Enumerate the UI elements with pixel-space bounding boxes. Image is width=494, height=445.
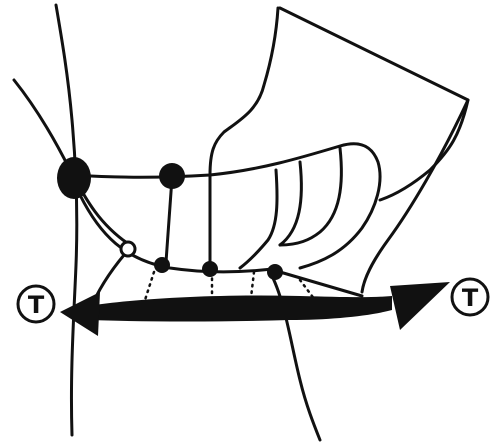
small-node-1 (154, 257, 170, 273)
left-t-label: T (28, 291, 45, 319)
arrow-shaft (88, 295, 392, 321)
double-arrow (60, 282, 450, 336)
dotted-line-1 (145, 272, 154, 300)
inner-arch-3 (280, 148, 341, 245)
inner-arch-1 (240, 170, 277, 268)
outline-group (14, 5, 468, 440)
left-vertical-contour (56, 5, 77, 435)
right-t-label: T (462, 284, 479, 312)
hollow-node (121, 242, 135, 256)
right-arrowhead (390, 282, 450, 330)
left-t-marker: T (18, 286, 54, 322)
right-t-marker: T (452, 279, 488, 315)
small-node-3 (267, 264, 283, 280)
far-right-contour (280, 8, 468, 200)
right-lower-contour (280, 272, 362, 296)
large-node-left (57, 157, 91, 199)
inner-arch-2 (280, 162, 301, 245)
small-node-2 (202, 261, 218, 277)
right-upper-contour (210, 8, 278, 175)
large-node-middle (159, 163, 185, 189)
left-arrowhead (60, 292, 100, 336)
vertical-stem-a (166, 178, 172, 262)
